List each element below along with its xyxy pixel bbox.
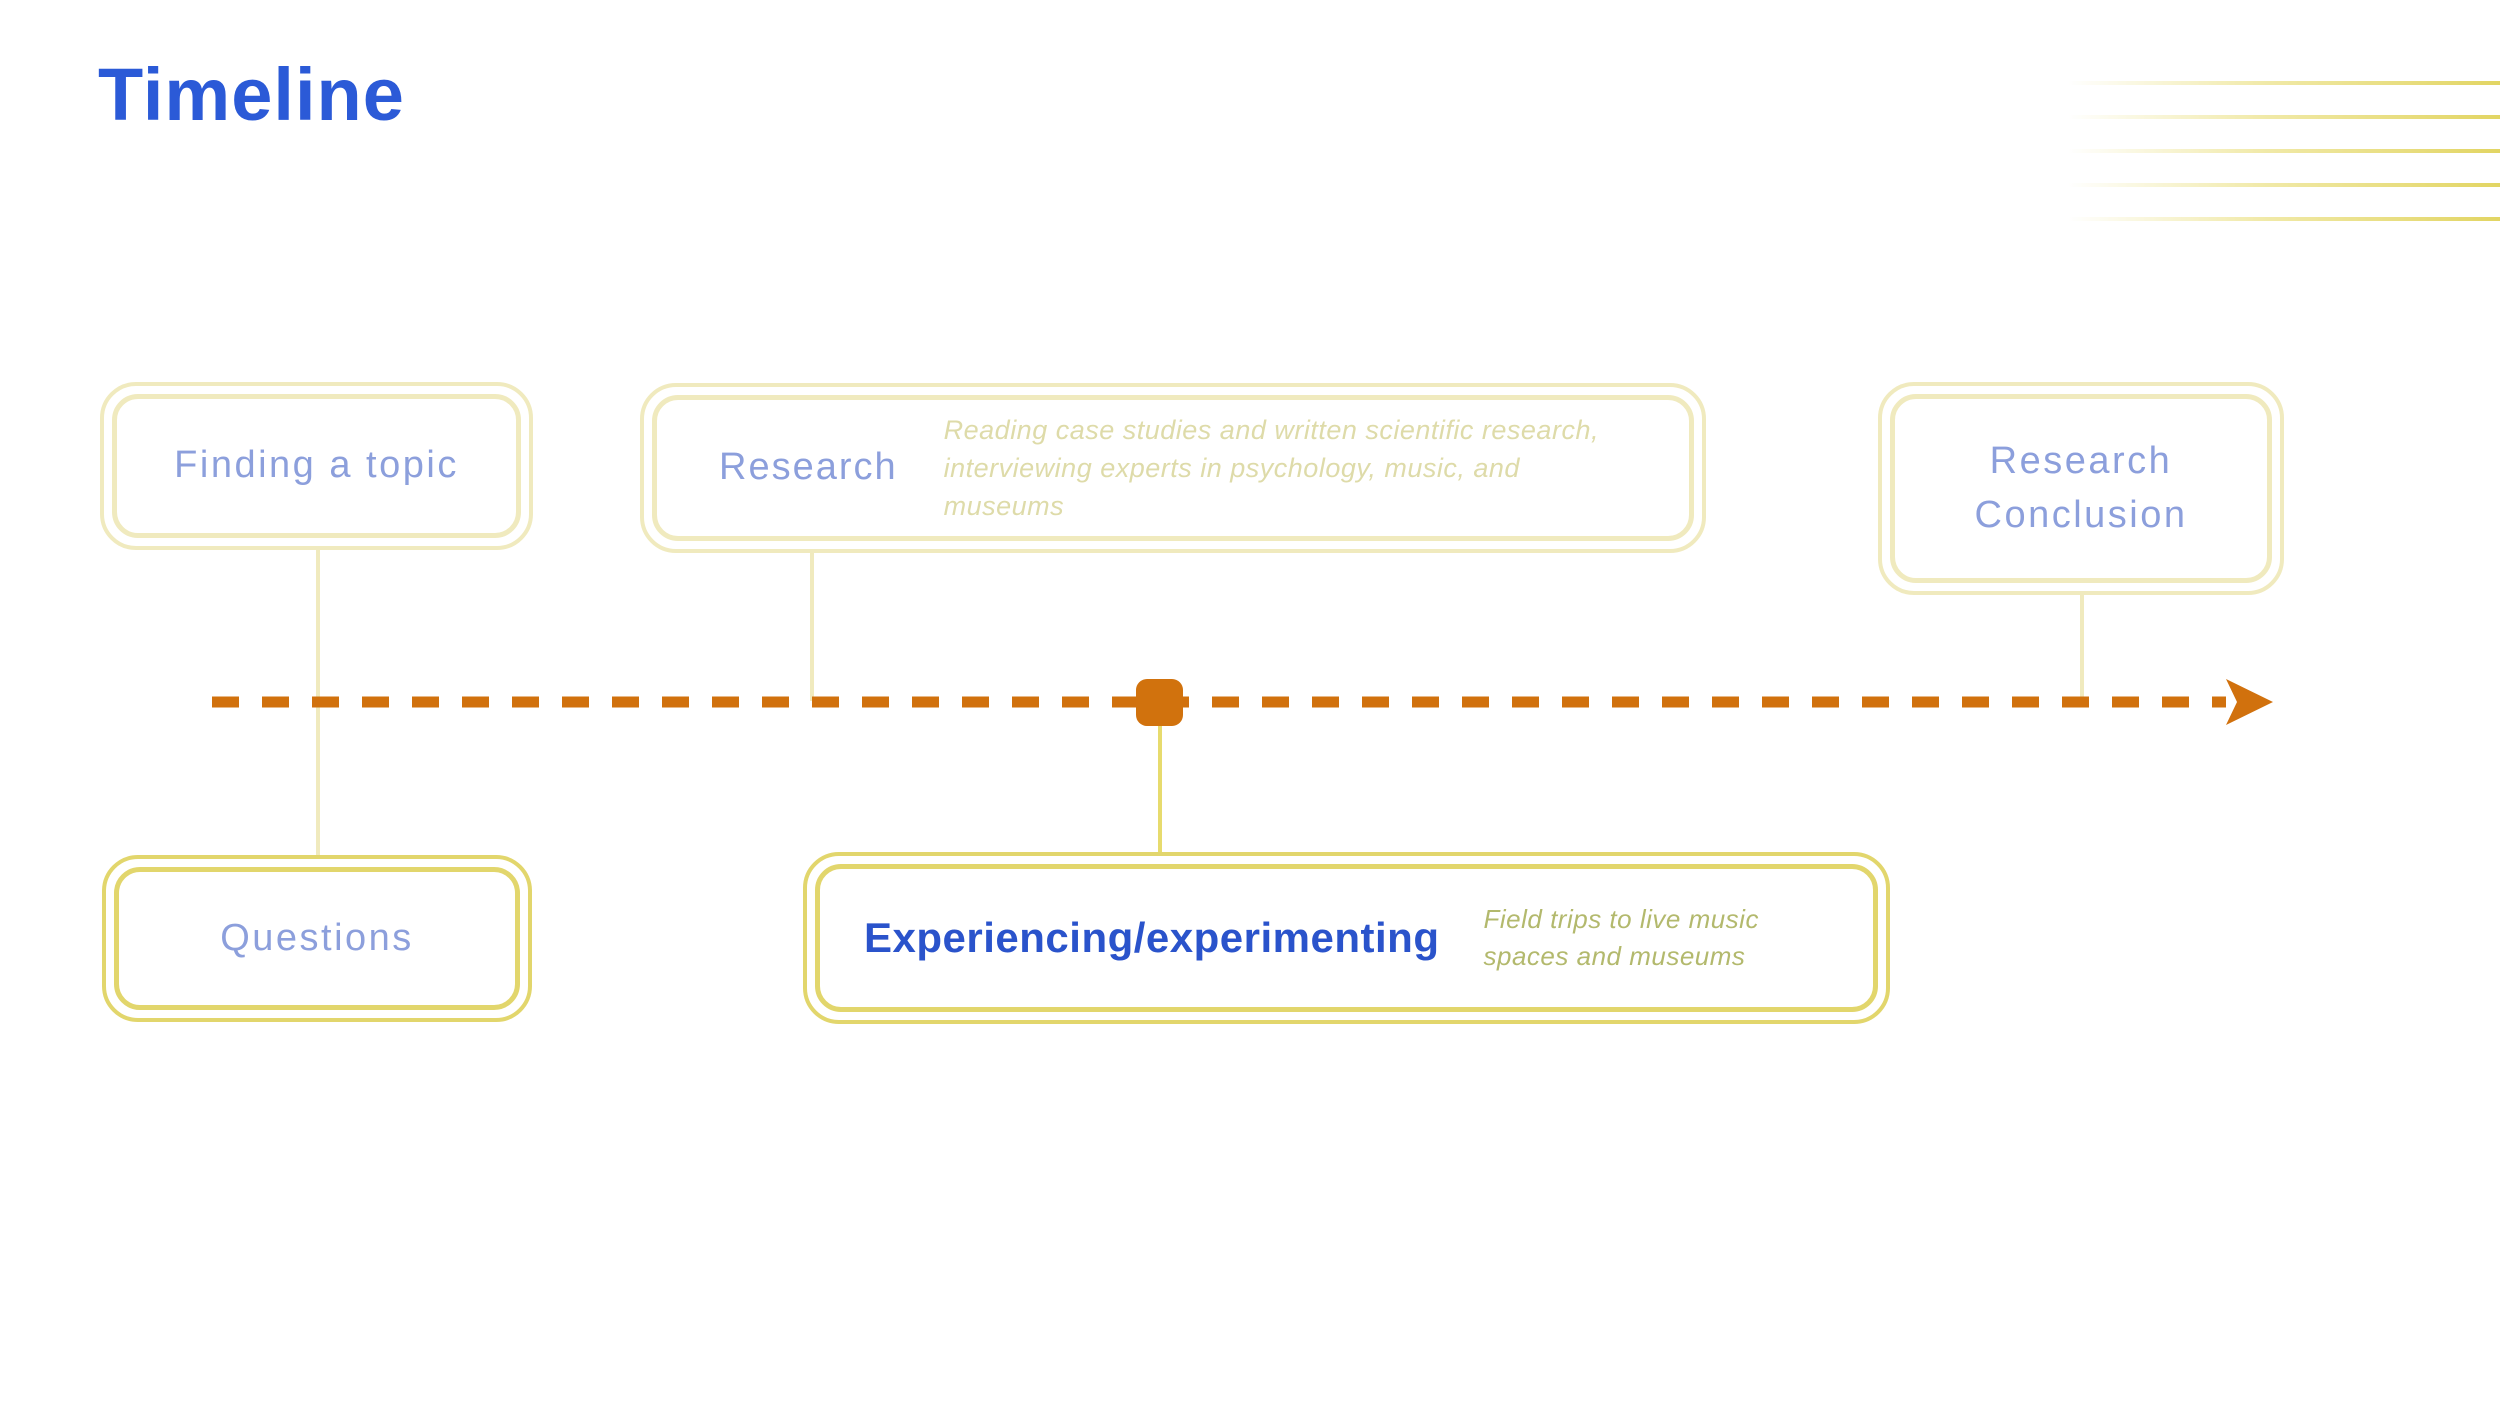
arrow-right-icon <box>2226 679 2273 725</box>
node-questions-label: Questions <box>220 916 414 959</box>
node-finding-a-topic-label: Finding a topic <box>174 444 459 487</box>
node-research-conclusion-label: Research Conclusion <box>1974 440 2188 536</box>
node-research-description: Reading case studies and written scienti… <box>943 414 1599 522</box>
timeline-marker <box>1136 679 1183 726</box>
connector-finding-topic-questions <box>316 548 320 857</box>
page-title: Timeline <box>98 53 405 136</box>
decorative-line <box>2068 149 2500 153</box>
node-experiencing-description: Field trips to live music spaces and mus… <box>1483 904 1759 971</box>
node-research-conclusion: Research Conclusion <box>1878 382 2284 595</box>
node-experiencing-label: Experiencing/experimenting <box>864 914 1440 961</box>
node-research-label: Research <box>719 446 898 489</box>
connector-research-conclusion <box>2080 593 2084 703</box>
decorative-line <box>2068 183 2500 187</box>
decorative-line <box>2068 115 2500 119</box>
node-finding-a-topic: Finding a topic <box>100 382 533 550</box>
connector-research <box>810 551 814 701</box>
node-experiencing: Experiencing/experimenting Field trips t… <box>803 852 1890 1024</box>
node-research: Research Reading case studies and writte… <box>640 383 1706 553</box>
decorative-line <box>2068 217 2500 221</box>
node-questions: Questions <box>102 855 532 1022</box>
decorative-lines <box>2068 81 2500 251</box>
connector-experiencing <box>1158 725 1162 854</box>
decorative-line <box>2068 81 2500 85</box>
